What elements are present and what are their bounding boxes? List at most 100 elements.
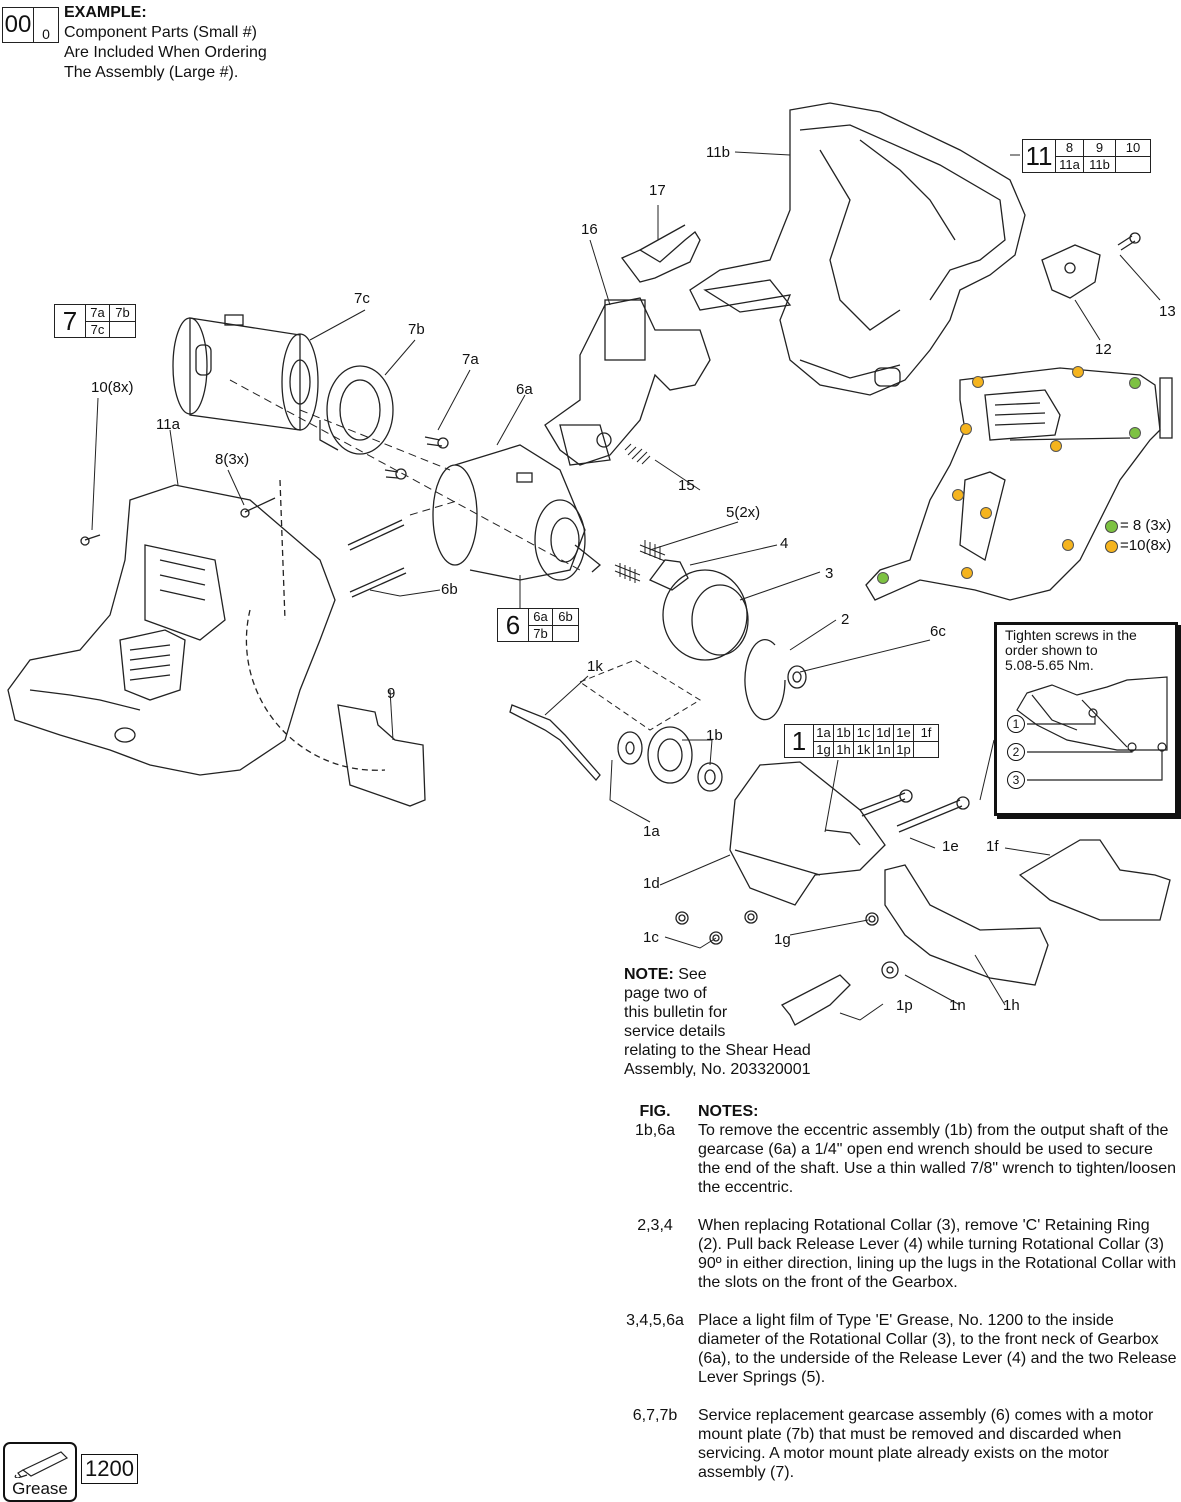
note-text: When replacing Rotational Collar (3), re… (698, 1217, 1177, 1291)
example-component-number: 0 (42, 26, 50, 42)
legend-screw-10: =10(8x) (1105, 537, 1171, 555)
component-cell: 7a (86, 305, 110, 322)
callout-1n: 1n (949, 997, 966, 1014)
assembly-key-1: 1 1a 1b 1c 1d 1e 1f 1g 1h 1k 1n 1p (784, 724, 939, 758)
screw-8-left (240, 497, 276, 518)
note-line: relating to the Shear Head (624, 1042, 811, 1059)
note-row: 2,3,4 When replacing Rotational Collar (… (612, 1216, 1177, 1292)
c-ring-2 (744, 638, 786, 721)
callout-7b: 7b (408, 321, 425, 338)
label-plate-9 (337, 704, 426, 807)
washer-6c (787, 665, 807, 689)
torque-line: 5.08-5.65 Nm. (1005, 657, 1094, 673)
callout-7a: 7a (462, 351, 479, 368)
component-cell (1116, 157, 1150, 173)
head-1d (729, 761, 886, 906)
assembly-number: 11 (1023, 140, 1056, 172)
fig-header: FIG. (639, 1103, 671, 1120)
callout-1b: 1b (706, 727, 723, 744)
callout-10: 10(8x) (91, 379, 134, 396)
blade-1p (780, 974, 851, 1026)
component-cell: 1f (914, 725, 938, 742)
component-cell: 6a (529, 609, 553, 626)
assembly-key-7: 7 7a 7b 7c (54, 304, 136, 338)
dashed-assembly-arc (245, 479, 386, 771)
rotational-collar-3 (662, 569, 749, 661)
legend-label: =10(8x) (1120, 537, 1172, 554)
notes-header: NOTES: (698, 1103, 759, 1120)
callout-17: 17 (649, 182, 666, 199)
callout-1h: 1h (1003, 997, 1020, 1014)
callout-1g: 1g (774, 931, 791, 948)
example-legend-text: EXAMPLE: Component Parts (Small #) Are I… (64, 3, 267, 83)
assembly-number: 7 (55, 305, 86, 337)
component-cell: 11b (1084, 156, 1116, 172)
clip-12 (1041, 244, 1101, 299)
grease-badge: Grease (3, 1442, 77, 1502)
screw-dots (877, 366, 1141, 584)
component-cell (914, 742, 938, 758)
component-cell: 7c (86, 321, 110, 337)
note-fig: 6,7,7b (632, 1407, 678, 1424)
housing-half-11b (689, 102, 1026, 396)
nut-1c-a (675, 911, 689, 925)
shear-head-note: NOTE: See page two of this bulletin for … (624, 965, 811, 1079)
assembly-key-6: 6 6a 6b 7b (497, 608, 579, 642)
grease-label: Grease (12, 1479, 68, 1498)
component-cell: 1k (854, 741, 874, 757)
bushing-1g (865, 912, 879, 926)
bearing-1b (647, 726, 693, 784)
note-line: this bulletin for (624, 1004, 728, 1021)
housing-half-11a (7, 484, 336, 776)
inset-drawing (1016, 676, 1168, 781)
callout-8: 8(3x) (215, 451, 250, 468)
callout-16: 16 (581, 221, 598, 238)
note-line: See (673, 966, 707, 983)
component-cell: 1a (814, 725, 834, 742)
torque-step-3: 3 (1007, 771, 1025, 789)
washer-1a (617, 731, 643, 765)
component-cell (110, 322, 135, 338)
component-cell: 1d (874, 725, 894, 742)
component-cell: 1p (894, 741, 914, 757)
wrench-1k (509, 704, 601, 782)
eccentric-1b (697, 762, 723, 792)
assembly-key-11: 11 8 9 10 11a 11b (1022, 139, 1151, 173)
blade-1h (884, 864, 1049, 986)
note-row: 1b,6a To remove the eccentric assembly (… (612, 1121, 1177, 1197)
callout-9: 9 (387, 685, 396, 702)
component-cell: 10 (1116, 140, 1150, 157)
notes-header-row: FIG. NOTES: (612, 1102, 1177, 1121)
note-fig: 1b,6a (634, 1122, 676, 1139)
screw-13 (1117, 232, 1141, 251)
callout-5: 5(2x) (726, 504, 761, 521)
callout-1k: 1k (587, 658, 603, 675)
grease-number: 1200 (81, 1454, 138, 1484)
example-assembly-number: 00 (3, 8, 34, 42)
note-fig: 3,4,5,6a (626, 1312, 684, 1329)
green-dot-icon (1105, 519, 1118, 533)
torque-instruction: Tighten screws in the order shown to 5.0… (1005, 628, 1137, 673)
note-line: page two of (624, 985, 707, 1002)
callout-6b: 6b (441, 581, 458, 598)
gearcase-6a (432, 444, 602, 581)
pins-6b (347, 519, 407, 598)
bolt-1e-b (896, 799, 963, 833)
legend-label: = 8 (3x) (1120, 517, 1172, 534)
callout-1p: 1p (896, 997, 913, 1014)
leader-lines (91, 151, 1161, 1021)
note-line: Assembly, No. 203320001 (624, 1061, 811, 1078)
example-line: Are Included When Ordering (64, 44, 267, 61)
screw-10-left (80, 534, 101, 546)
component-cell: 1g (814, 741, 834, 757)
callout-2: 2 (841, 611, 850, 628)
note-text: Place a light film of Type 'E' Grease, N… (698, 1312, 1177, 1386)
torque-line: Tighten screws in the (1005, 627, 1137, 643)
callout-6c: 6c (930, 623, 946, 640)
release-lever-4 (648, 559, 689, 591)
component-cell (553, 626, 578, 642)
note-fig: 2,3,4 (637, 1217, 673, 1234)
spring-15 (624, 443, 651, 465)
note-line: service details (624, 1023, 726, 1040)
